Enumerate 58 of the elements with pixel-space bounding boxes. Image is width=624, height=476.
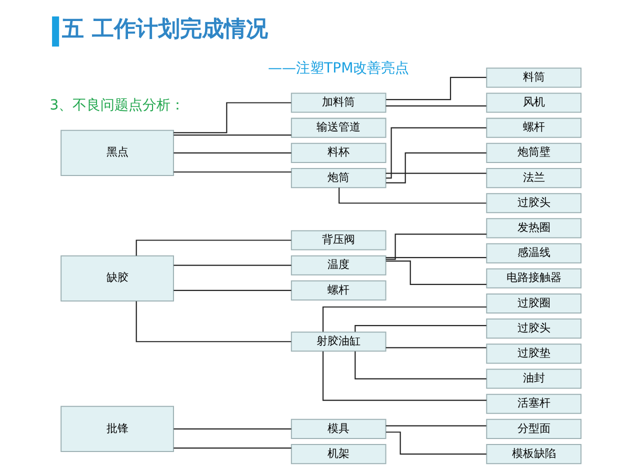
connector	[386, 260, 486, 285]
connector	[173, 152, 291, 154]
node-box: 温度	[290, 255, 386, 276]
connector	[385, 234, 486, 260]
node-box: 炮筒壁	[486, 142, 581, 163]
node-box: 过胶垫	[486, 344, 581, 364]
node-box: 螺杆	[486, 118, 581, 138]
node-box: 活塞杆	[486, 394, 581, 414]
node-box: 油封	[486, 368, 581, 389]
connector	[173, 290, 291, 291]
node-box: 背压阀	[290, 230, 386, 250]
diagram-title: 五 工作计划完成情况	[62, 17, 268, 42]
label: 3、不良问题点分析：	[49, 97, 184, 114]
connector	[386, 76, 486, 100]
connector	[173, 171, 291, 173]
connector	[385, 425, 486, 426]
node-box: 黑点	[60, 130, 174, 176]
node-box: 过胶圈	[486, 293, 581, 314]
node-box: 螺杆	[290, 280, 386, 300]
connector	[322, 351, 486, 401]
connector	[354, 325, 486, 332]
connector	[386, 432, 486, 455]
connector	[322, 306, 486, 332]
node-box: 缺胶	[60, 255, 174, 302]
connector	[173, 134, 291, 136]
node-box: 料杯	[290, 142, 386, 163]
node-box: 风机	[486, 92, 581, 113]
connector	[385, 105, 486, 106]
connector	[385, 347, 486, 348]
connector	[385, 257, 486, 258]
node-box: 料筒	[486, 68, 581, 88]
connector	[135, 240, 291, 256]
node-box: 发热圈	[486, 218, 581, 238]
node-box: 加料筒	[290, 92, 386, 113]
connector	[173, 428, 291, 430]
connector	[386, 152, 486, 184]
node-box: 过胶头	[486, 193, 581, 214]
connector	[135, 301, 291, 342]
node-box: 机架	[290, 444, 386, 464]
node-box: 法兰	[486, 168, 581, 188]
node-box: 射胶油缸	[290, 332, 386, 352]
connector	[386, 127, 486, 179]
node-box: 模板缺陷	[486, 444, 581, 464]
node-box: 模具	[290, 418, 386, 439]
node-box: 过胶头	[486, 318, 581, 339]
connector	[385, 172, 486, 174]
node-box: 电路接触器	[486, 268, 581, 288]
label: ——注塑TPM改善亮点	[267, 60, 409, 76]
connector	[354, 351, 486, 380]
node-box: 炮筒	[290, 168, 386, 188]
connector	[338, 188, 486, 204]
node-box: 感温线	[486, 243, 581, 264]
connector	[173, 447, 291, 449]
connector	[173, 102, 291, 134]
node-box: 分型面	[486, 418, 581, 439]
connector	[173, 264, 291, 266]
node-box: 批锋	[60, 406, 174, 452]
node-box: 输送管道	[290, 118, 386, 138]
